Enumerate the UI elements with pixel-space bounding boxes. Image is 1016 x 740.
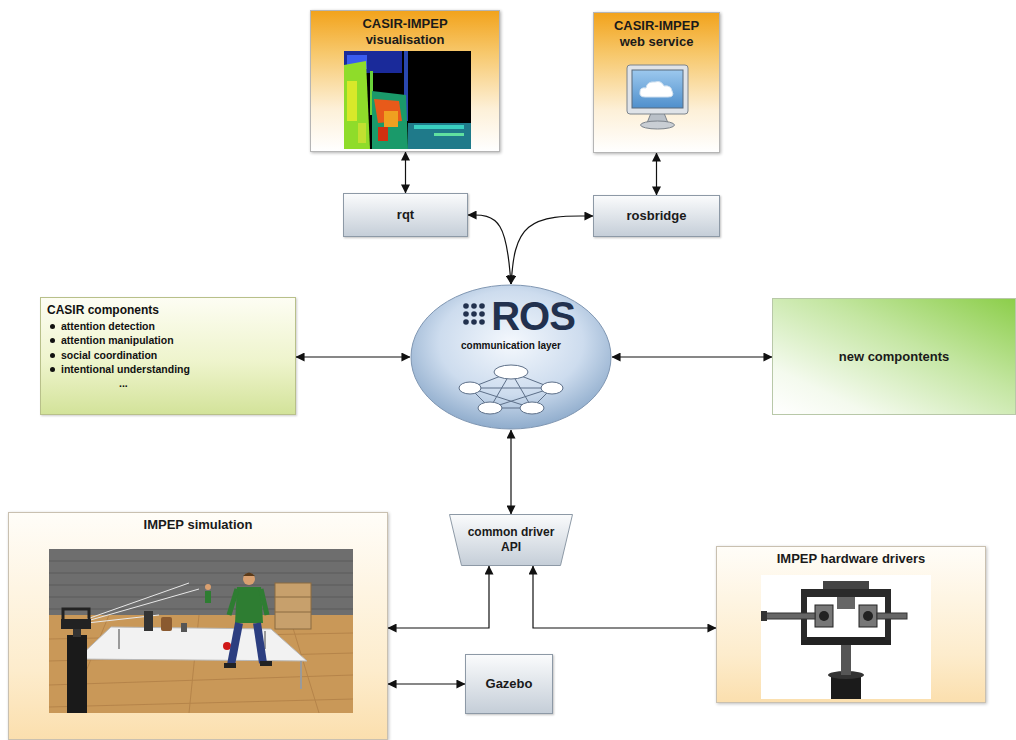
hardware-panel: IMPEP hardware drivers <box>716 546 986 703</box>
list-item: intentional understanding <box>47 362 190 376</box>
process-box: rqt <box>343 193 468 237</box>
output-panel: CASIR-IMPEP web service <box>593 12 720 153</box>
node-label: common driver API <box>463 525 559 555</box>
node-label: IMPEP hardware drivers <box>777 551 926 567</box>
connector-arrow <box>612 356 772 357</box>
node-label: Gazebo <box>486 676 533 692</box>
component-group: CASIR components attention detectionatten… <box>40 297 296 415</box>
process-box: Gazebo <box>465 654 553 714</box>
simulation-image <box>49 549 353 713</box>
group-heading: CASIR components <box>47 303 159 317</box>
simulation-panel: IMPEP simulation <box>8 512 388 740</box>
list-item: social coordination <box>47 348 157 362</box>
monitor-icon <box>619 63 696 133</box>
node-label: IMPEP simulation <box>144 517 253 533</box>
list-item: attention manipulation <box>47 333 174 347</box>
connector-arrow <box>656 153 657 195</box>
node-subtitle: communication layer <box>461 340 561 351</box>
node-label: rosbridge <box>627 208 687 224</box>
driver-api-trapezoid: common driver API <box>449 514 573 566</box>
connector-arrow <box>405 152 406 193</box>
list-item: ... <box>47 377 128 390</box>
connector-arrow <box>533 566 716 628</box>
connector-arrow <box>510 430 511 514</box>
node-label: rqt <box>397 207 414 223</box>
logo-text: ROS <box>491 296 575 336</box>
component-group: new compontents <box>772 298 1016 415</box>
node-label: new compontents <box>839 349 950 365</box>
output-panel: CASIR-IMPEP visualisation <box>310 10 500 152</box>
node-label: CASIR-IMPEP visualisation <box>340 16 470 47</box>
connector-arrow <box>296 356 410 357</box>
connector-arrow <box>388 566 489 628</box>
connector-arrow <box>388 683 465 684</box>
node-label: CASIR-IMPEP web service <box>601 18 713 49</box>
point-cloud-image <box>344 51 471 149</box>
process-box: rosbridge <box>593 195 720 237</box>
connector-arrow <box>511 216 593 284</box>
hardware-photo <box>761 575 931 699</box>
connector-arrow <box>468 215 511 284</box>
ros-ellipse: ROS communication layer <box>410 284 612 430</box>
list-item: attention detection <box>47 319 155 333</box>
